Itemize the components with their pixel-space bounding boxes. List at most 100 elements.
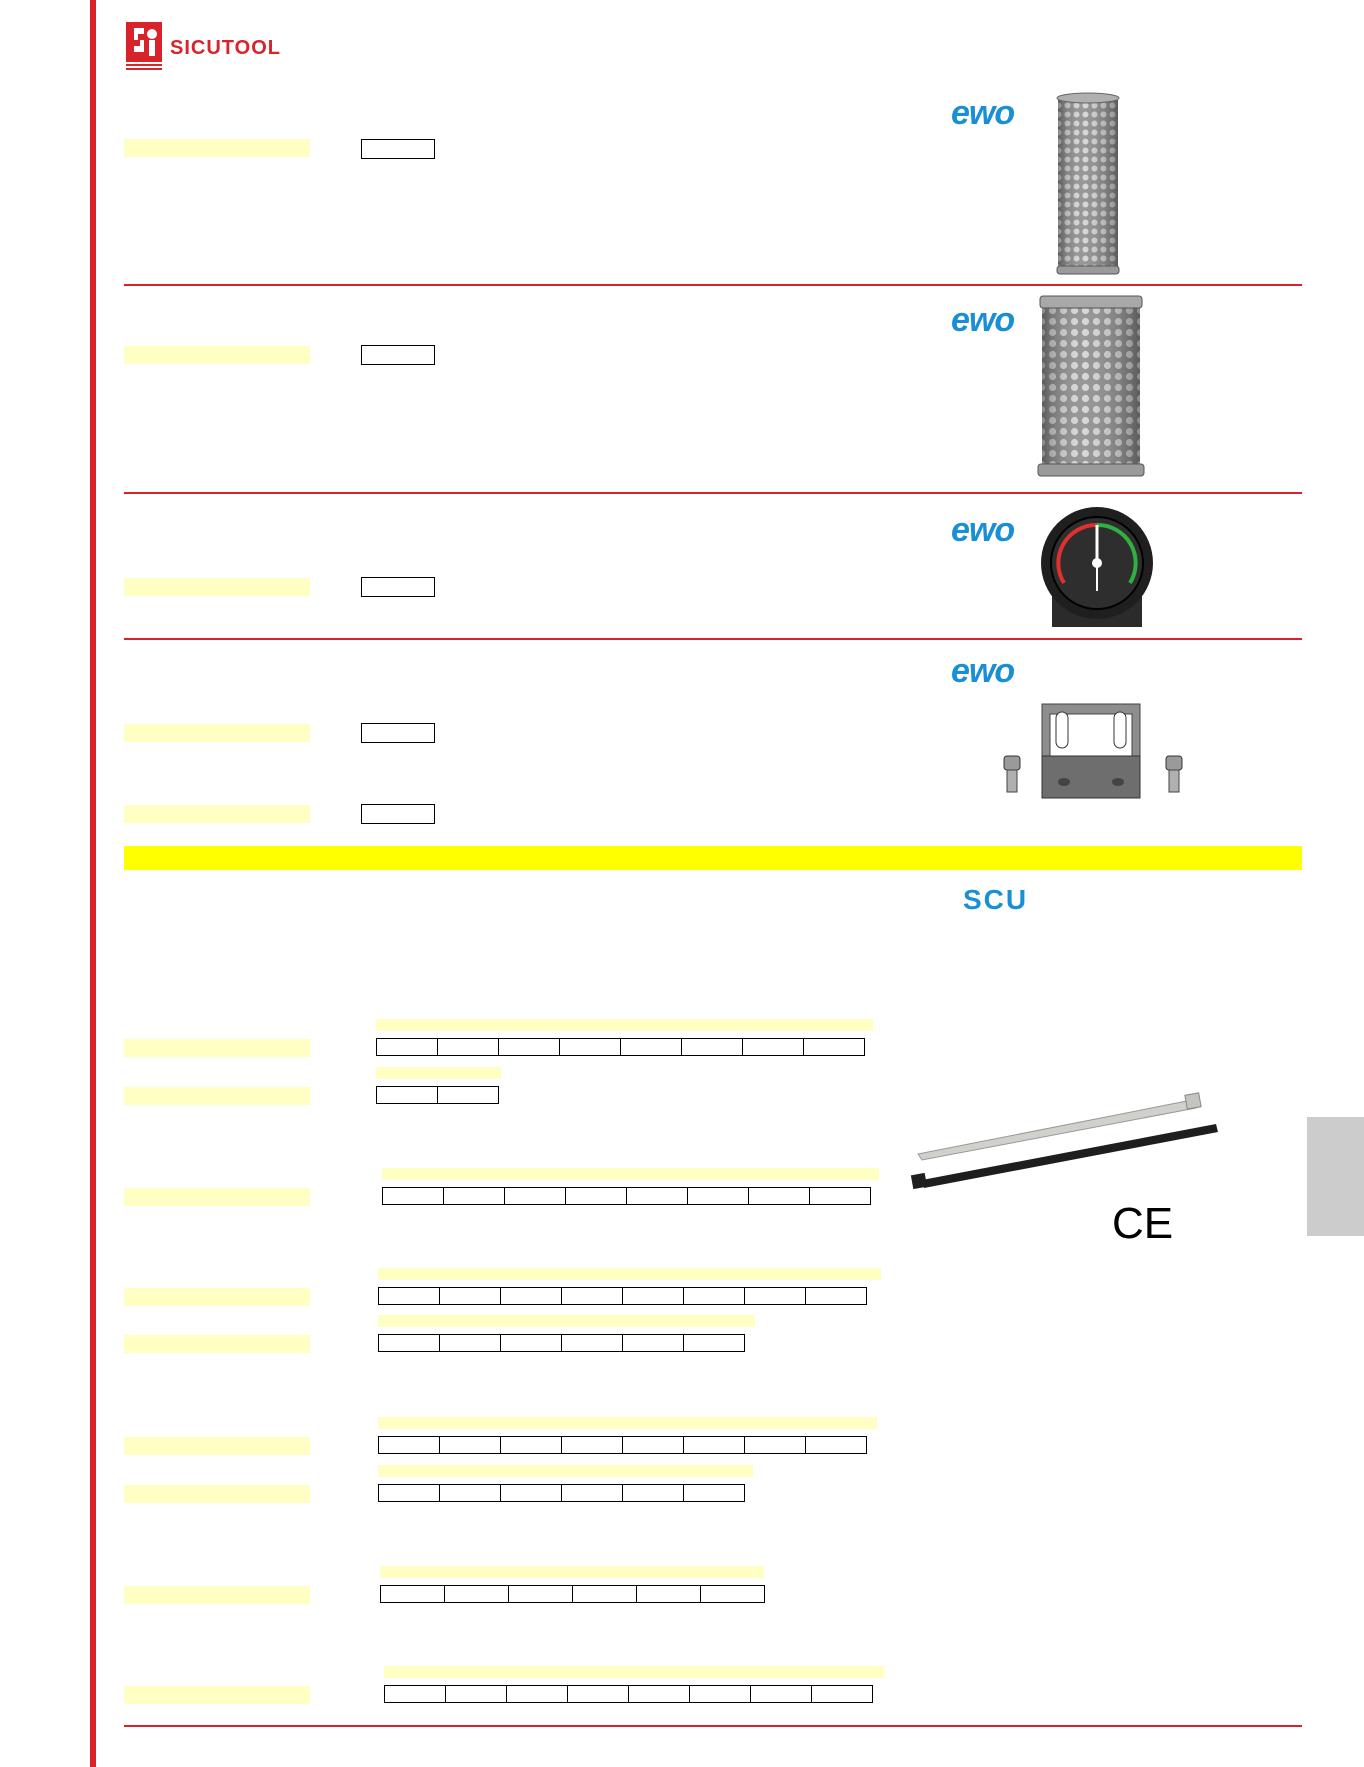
table-cell [559,1038,621,1056]
table-cell [636,1585,701,1603]
table-row [384,1685,873,1703]
ce-mark-icon: CE [1112,1199,1174,1248]
table-cell [572,1585,637,1603]
table-cell [744,1287,806,1305]
table-cell [444,1585,509,1603]
filter-cartridge-icon [1037,295,1145,477]
table-cell [445,1685,507,1703]
table-cell [561,1334,623,1352]
table-cell [378,1484,440,1502]
table-cell [378,1436,440,1454]
table-cell [622,1484,684,1502]
row-label [124,1188,310,1206]
table-cell [809,1187,871,1205]
table-cell [805,1436,867,1454]
table-cell [500,1287,562,1305]
code-field [361,345,435,365]
table-row [380,1585,765,1603]
cable-tie-icon [910,1092,1218,1190]
row-label [124,1485,310,1503]
table-cell [500,1436,562,1454]
table-cell [561,1436,623,1454]
table-header-strip [376,1067,501,1079]
table-cell [378,1287,440,1305]
page-edge-bar [90,0,96,1767]
row-label [124,1087,310,1105]
pressure-gauge-icon [1041,507,1153,627]
table-cell [628,1685,690,1703]
ewo-logo: ewo [951,511,1015,549]
ewo-logo: ewo [951,652,1015,690]
table-header-strip [378,1465,753,1477]
row-label [124,139,310,157]
table-cell [437,1038,499,1056]
table-cell [811,1685,873,1703]
table-cell [439,1436,501,1454]
table-cell [439,1334,501,1352]
row-label [124,1586,310,1604]
table-cell [750,1685,812,1703]
table-row [378,1287,867,1305]
table-header-strip [378,1315,755,1327]
table-cell [748,1187,810,1205]
ewo-logo: ewo [951,94,1015,132]
table-cell [500,1484,562,1502]
table-cell [376,1038,438,1056]
table-header-strip [378,1268,881,1280]
row-label [124,1039,310,1057]
brand-logo: SICUTOOL [124,20,324,72]
table-cell [567,1685,629,1703]
table-row [378,1436,867,1454]
scu-logo: SCU [963,884,1029,915]
table-cell [622,1436,684,1454]
table-cell [384,1685,446,1703]
code-field [361,723,435,743]
table-cell [805,1287,867,1305]
table-cell [443,1187,505,1205]
row-label [124,578,310,596]
table-cell [687,1187,749,1205]
table-cell [376,1086,438,1104]
row-label [124,1437,310,1455]
side-tab [1307,1117,1364,1236]
table-cell [622,1334,684,1352]
table-cell [561,1484,623,1502]
section-divider [124,638,1302,640]
sicutool-logo-icon [126,22,162,70]
table-row [382,1187,871,1205]
code-field [361,804,435,824]
table-cell [565,1187,627,1205]
section-divider [124,492,1302,494]
table-cell [681,1038,743,1056]
section-header-band [124,846,1302,870]
table-cell [504,1187,566,1205]
table-cell [439,1484,501,1502]
table-cell [700,1585,765,1603]
row-label [124,1335,310,1353]
row-label [124,805,310,823]
table-cell [742,1038,804,1056]
table-cell [439,1287,501,1305]
section-divider [124,284,1302,286]
row-label [124,346,310,364]
table-cell [683,1436,745,1454]
table-cell [803,1038,865,1056]
table-cell [561,1287,623,1305]
table-header-strip [380,1566,764,1578]
table-cell [437,1086,499,1104]
table-row [376,1086,499,1104]
ewo-logo: ewo [951,301,1015,339]
table-header-strip [376,1019,873,1031]
filter-cartridge-icon [1056,92,1120,275]
table-cell [689,1685,751,1703]
row-label [124,1686,310,1704]
table-cell [683,1287,745,1305]
table-cell [683,1334,745,1352]
table-cell [498,1038,560,1056]
code-field [361,577,435,597]
table-cell [500,1334,562,1352]
table-cell [744,1436,806,1454]
brand-name: SICUTOOL [170,37,281,59]
table-cell [508,1585,573,1603]
table-cell [382,1187,444,1205]
